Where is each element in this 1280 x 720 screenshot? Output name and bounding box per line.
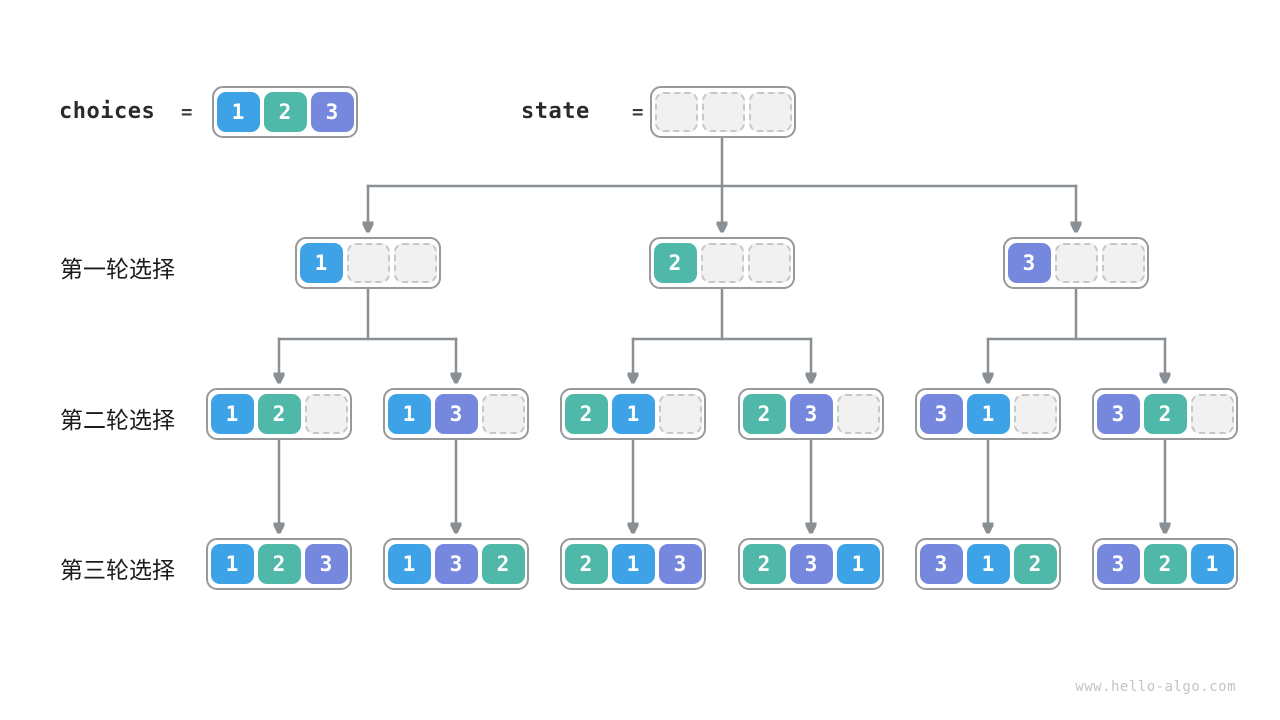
array-cell-empty	[481, 394, 525, 434]
array-cell-2: 2	[257, 544, 301, 584]
array-cell-2: 2	[564, 544, 608, 584]
array-cell-1: 1	[611, 544, 655, 584]
array-cell-empty	[393, 243, 437, 283]
array-cell-1: 1	[1190, 544, 1234, 584]
state-node-round1-1: 1	[295, 237, 441, 289]
array-cell-1: 1	[387, 394, 431, 434]
array-cell-empty	[346, 243, 390, 283]
array-cell-empty	[1190, 394, 1234, 434]
state-node-round1-3: 3	[1003, 237, 1149, 289]
row-label-round-3: 第三轮选择	[60, 557, 175, 583]
state-equals-sign: =	[632, 101, 644, 123]
array-cell-3: 3	[1096, 544, 1140, 584]
array-cell-2: 2	[257, 394, 301, 434]
choices-equals-sign: =	[181, 101, 193, 123]
array-cell-1: 1	[210, 394, 254, 434]
array-cell-1: 1	[216, 92, 260, 132]
array-cell-3: 3	[434, 544, 478, 584]
array-cell-empty	[701, 92, 745, 132]
array-cell-empty	[658, 394, 702, 434]
array-cell-3: 3	[434, 394, 478, 434]
array-cell-empty	[1101, 243, 1145, 283]
array-cell-empty	[748, 92, 792, 132]
array-cell-1: 1	[966, 394, 1010, 434]
state-array-empty	[650, 86, 796, 138]
state-node-round1-2: 2	[649, 237, 795, 289]
array-cell-3: 3	[789, 544, 833, 584]
choices-label: choices	[59, 99, 156, 124]
array-cell-3: 3	[789, 394, 833, 434]
array-cell-2: 2	[1143, 394, 1187, 434]
array-cell-2: 2	[742, 544, 786, 584]
array-cell-1: 1	[210, 544, 254, 584]
array-cell-3: 3	[658, 544, 702, 584]
array-cell-3: 3	[919, 394, 963, 434]
watermark-url: www.hello-algo.com	[1075, 679, 1236, 695]
array-cell-2: 2	[1143, 544, 1187, 584]
array-cell-1: 1	[966, 544, 1010, 584]
array-cell-3: 3	[1096, 394, 1140, 434]
array-cell-2: 2	[263, 92, 307, 132]
array-cell-empty	[1054, 243, 1098, 283]
array-cell-2: 2	[653, 243, 697, 283]
array-cell-empty	[836, 394, 880, 434]
array-cell-3: 3	[1007, 243, 1051, 283]
array-cell-2: 2	[481, 544, 525, 584]
array-cell-1: 1	[387, 544, 431, 584]
array-cell-3: 3	[310, 92, 354, 132]
array-cell-3: 3	[919, 544, 963, 584]
array-cell-3: 3	[304, 544, 348, 584]
array-cell-empty	[654, 92, 698, 132]
array-cell-1: 1	[611, 394, 655, 434]
array-cell-1: 1	[299, 243, 343, 283]
row-label-round-2: 第二轮选择	[60, 407, 175, 433]
array-cell-2: 2	[742, 394, 786, 434]
array-cell-2: 2	[564, 394, 608, 434]
array-cell-2: 2	[1013, 544, 1057, 584]
state-label: state	[521, 99, 590, 124]
array-cell-empty	[700, 243, 744, 283]
array-cell-empty	[304, 394, 348, 434]
row-label-round-1: 第一轮选择	[60, 256, 175, 282]
array-cell-empty	[747, 243, 791, 283]
array-cell-empty	[1013, 394, 1057, 434]
array-cell-1: 1	[836, 544, 880, 584]
